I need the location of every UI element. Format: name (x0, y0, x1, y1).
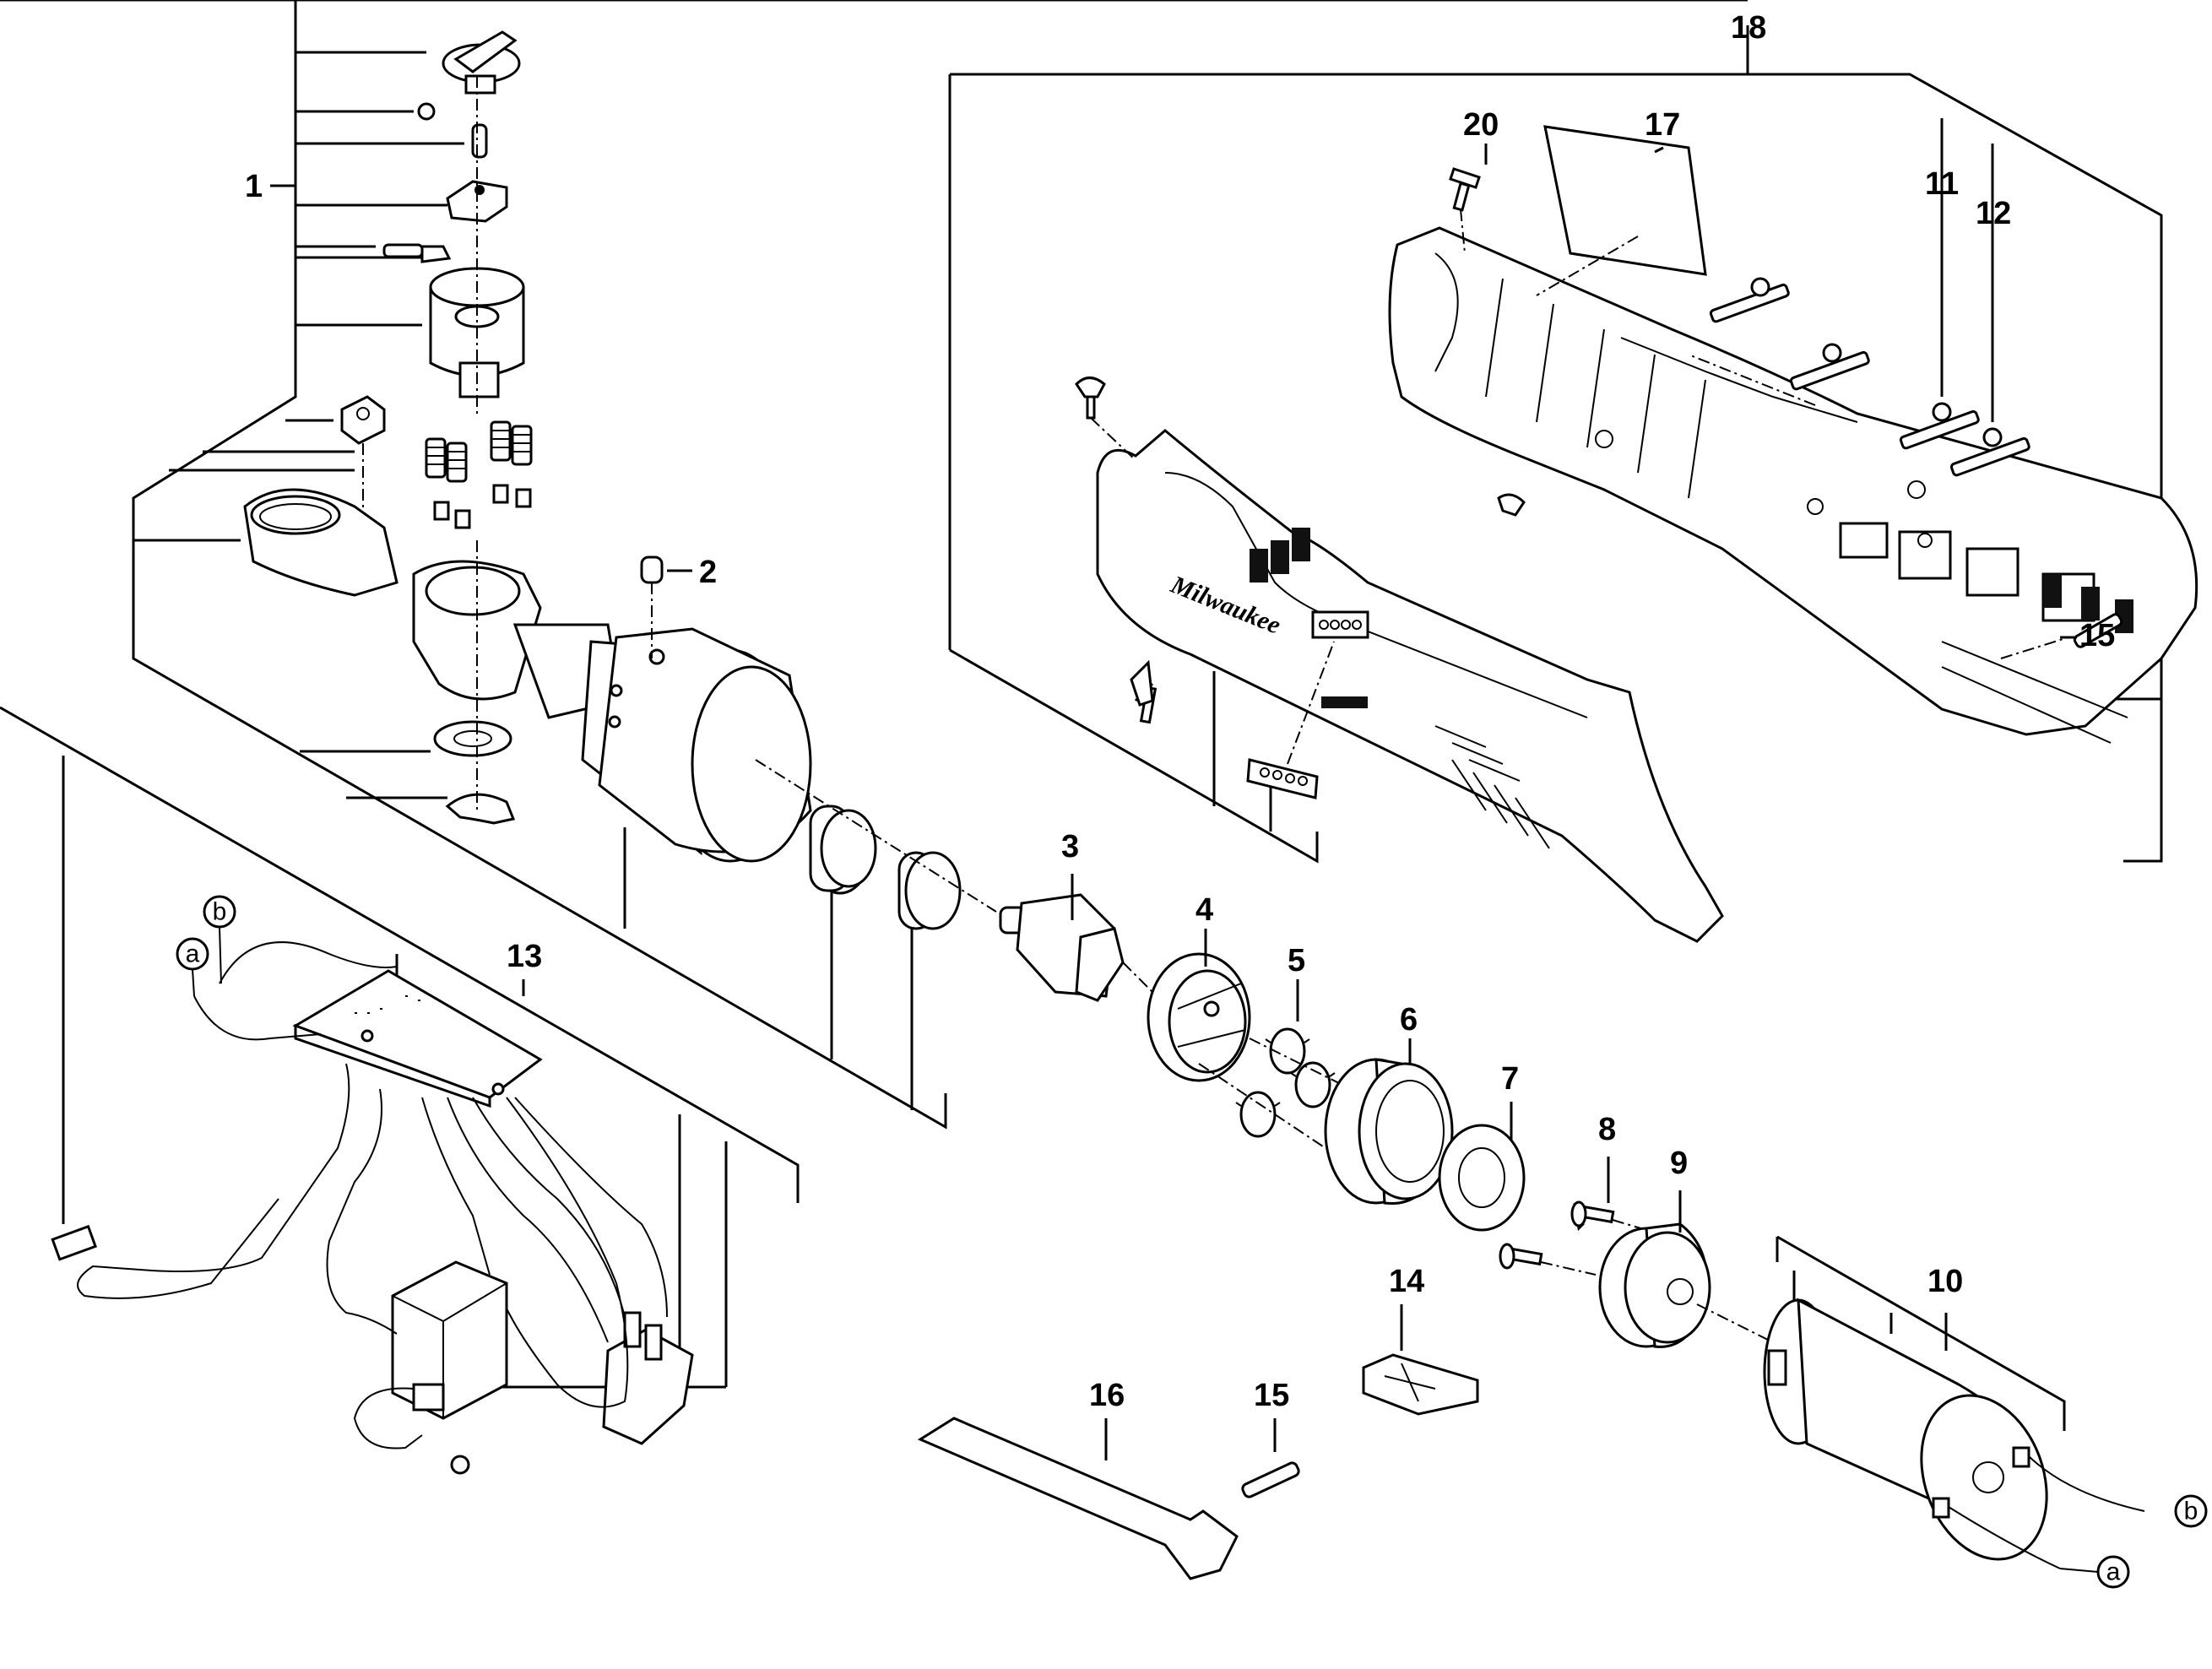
carrier-4-part (1147, 952, 1251, 1082)
terminal-part (51, 1224, 97, 1261)
control-board-13-part (292, 969, 543, 1108)
ratchet-head-housing-part (412, 560, 812, 863)
snap-ring-part (445, 793, 516, 825)
ball-part (417, 102, 436, 121)
callout-4: 4 (1195, 892, 1213, 928)
springs-part (425, 420, 533, 483)
planet-gears-part (1235, 1027, 1336, 1138)
pin-15-top-part (2073, 613, 2123, 648)
callout-8: 8 (1598, 1112, 1616, 1147)
pawls-part (433, 484, 532, 529)
callout-7: 7 (1501, 1061, 1519, 1097)
label-plate-part (1246, 758, 1319, 799)
screw-12-part (1949, 427, 2030, 477)
right-housing-part (1096, 429, 1724, 943)
bracket-16-part (917, 1417, 1239, 1580)
ratchet-gear-ring-part (243, 488, 398, 597)
screws-8-part (1499, 1200, 1615, 1270)
needle-bearing-part (897, 851, 962, 930)
svg-text:b: b (213, 898, 227, 926)
nameplate-17-part (1543, 125, 1707, 276)
screw-left-part (1130, 659, 1154, 707)
switch-cover-14-part (1362, 1353, 1479, 1416)
wire-label-board-a: a (176, 937, 209, 971)
callout-17: 17 (1645, 107, 1680, 143)
callout-3: 3 (1061, 829, 1079, 864)
bearing-part (809, 805, 877, 895)
callout-12: 12 (1976, 196, 2011, 231)
screw-a-part (1709, 277, 1790, 323)
pin-15-bottom-part (1241, 1461, 1300, 1498)
rivet-2-part (640, 555, 664, 584)
screw-20-part (1449, 167, 1481, 212)
svg-text:a: a (2106, 1558, 2121, 1586)
callout-14: 14 (1389, 1264, 1424, 1299)
washer-7-part (1438, 1124, 1526, 1232)
callout-numbers: 1 2 3 4 5 6 7 8 9 10 11 12 13 14 15 15 1… (245, 10, 2115, 1413)
connector-part (602, 1311, 694, 1445)
screw-front-part (1075, 377, 1106, 420)
screw-11-part (1899, 402, 1980, 450)
knob-part (442, 30, 521, 95)
callout-15-bottom: 15 (1254, 1378, 1289, 1413)
callout-9: 9 (1670, 1146, 1688, 1181)
callout-5: 5 (1288, 943, 1305, 978)
switch-module-part (391, 1260, 508, 1475)
washer-part (433, 720, 512, 757)
bracket-18 (0, 0, 2163, 864)
callout-20: 20 (1463, 107, 1499, 143)
bracket-1 (132, 0, 947, 1130)
wire-label-motor-b: b (2174, 1494, 2208, 1528)
svg-text:a: a (186, 940, 200, 968)
callout-16: 16 (1089, 1378, 1125, 1413)
ring-gear-6-part (1324, 1058, 1454, 1206)
callout-1: 1 (245, 169, 263, 204)
motor-plate-9-part (1598, 1222, 1711, 1348)
wire-label-board-b: b (203, 895, 236, 929)
callout-11: 11 (1925, 166, 1959, 202)
callout-18: 18 (1731, 10, 1766, 46)
callout-13: 13 (507, 939, 542, 974)
left-housing-part (1388, 226, 2198, 744)
wire-label-motor-a: a (2096, 1555, 2130, 1589)
square-nut-part (340, 395, 386, 445)
motor-10-part (1763, 1298, 2145, 1569)
output-shaft-part (999, 893, 1125, 1002)
callout-2: 2 (699, 555, 717, 590)
callout-15-top: 15 (2079, 618, 2115, 653)
callout-10: 10 (1927, 1264, 1963, 1299)
screw-c-part (1497, 493, 1526, 517)
callout-6: 6 (1400, 1002, 1418, 1038)
pin-part (471, 123, 488, 159)
callout-leaders (270, 25, 2077, 1460)
spring-pawl-part (382, 243, 452, 263)
screw-b-part (1789, 343, 1870, 391)
svg-text:b: b (2184, 1498, 2198, 1525)
wiring-harness (77, 941, 668, 1450)
